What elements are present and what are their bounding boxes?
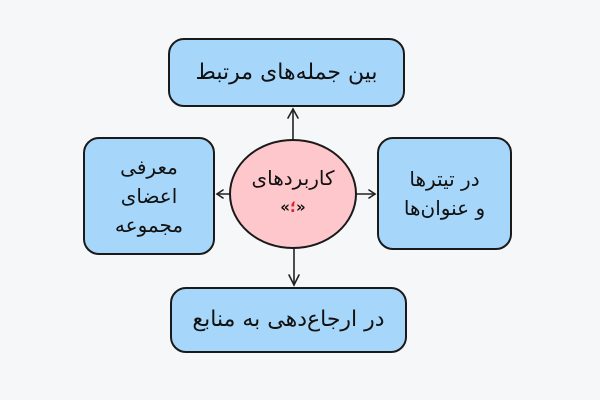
node-left-line-3: مجموعه: [114, 212, 184, 237]
node-right-line-1: در تیترها: [409, 166, 480, 191]
arrowhead-right-icon: [368, 189, 377, 199]
center-symbol: «؛»: [280, 198, 305, 216]
node-top: بین جمله‌های مرتبط: [168, 38, 405, 107]
center-node: کاربردهای «؛»: [229, 139, 357, 249]
node-top-line-1: بین جمله‌های مرتبط: [195, 59, 378, 85]
node-right-line-2: و عنوان‌ها: [403, 195, 486, 220]
quote-close: »: [280, 198, 290, 216]
node-left-line-2: اعضای: [120, 183, 178, 208]
quote-open: «: [296, 198, 306, 216]
arrowhead-down-icon: [288, 274, 300, 287]
node-left: معرفی اعضای مجموعه: [83, 137, 215, 255]
node-right: در تیترها و عنوان‌ها: [377, 137, 512, 250]
node-bottom-line-1: در ارجاع‌دهی به منابع: [192, 307, 385, 333]
node-left-line-1: معرفی: [120, 154, 178, 179]
persian-semicolon-symbol: ؛: [290, 198, 296, 216]
arrowhead-left-icon: [215, 189, 224, 199]
node-bottom: در ارجاع‌دهی به منابع: [170, 287, 407, 353]
arrowhead-up-icon: [287, 107, 299, 119]
center-title: کاربردهای: [251, 166, 335, 190]
